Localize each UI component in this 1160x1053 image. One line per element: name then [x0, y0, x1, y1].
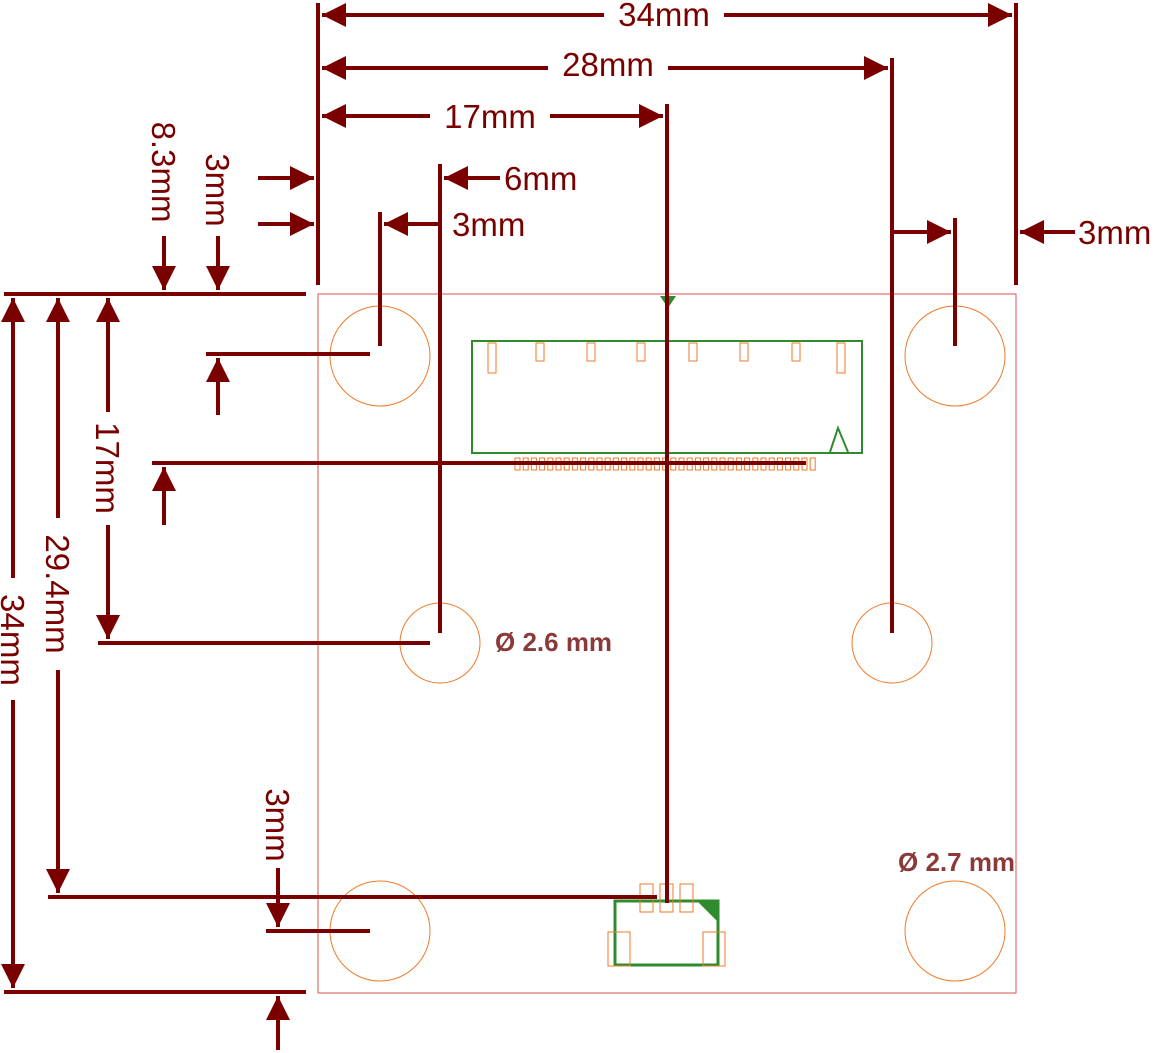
connector-tab: [791, 342, 801, 362]
connector-tab: [487, 342, 497, 374]
connector-tab: [636, 342, 646, 362]
mounting-hole-bottom-right: [904, 880, 1006, 982]
connector-tab: [739, 342, 749, 362]
dimension-lines: [1, 2, 1075, 1050]
dim-label-8-3mm-left: 8.3mm: [145, 122, 182, 223]
connector-tab: [836, 342, 846, 374]
dim-label-3mm-left-bottom: 3mm: [259, 788, 296, 861]
connector-pad: [809, 457, 816, 471]
hole-diameter-label-small: Ø 2.6 mm: [495, 627, 612, 657]
dim-label-34mm-left: 34mm: [0, 594, 31, 686]
dim-label-17mm-left: 17mm: [89, 422, 126, 514]
connector-tab: [535, 342, 545, 362]
dim-label-28mm-top: 28mm: [562, 46, 654, 83]
hole-diameter-label-large: Ø 2.7 mm: [898, 847, 1015, 877]
dim-label-6mm-top: 6mm: [504, 160, 577, 197]
dim-label-3mm-left-top: 3mm: [199, 153, 236, 226]
dim-label-3mm-top-inner: 3mm: [452, 206, 525, 243]
dim-label-34mm-top: 34mm: [618, 0, 710, 33]
dim-label-3mm-right: 3mm: [1078, 214, 1151, 251]
dim-label-29-4mm-left: 29.4mm: [39, 534, 76, 653]
connector-tab: [586, 342, 596, 362]
connector-tab: [688, 342, 698, 362]
dim-label-17mm-top: 17mm: [444, 98, 536, 135]
connector-tabs: [487, 342, 846, 374]
